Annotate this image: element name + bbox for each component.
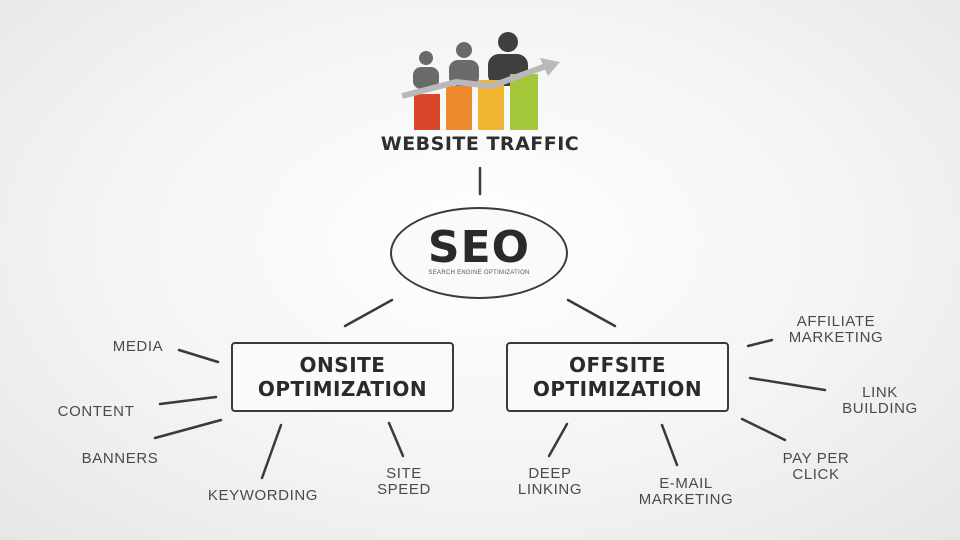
offsite-item-deep-linking: DEEP LINKING (517, 465, 583, 498)
seo-sublabel: SEARCH ENGINE OPTIMIZATION (428, 270, 530, 276)
line-seo-onsite (343, 298, 394, 328)
line-media (177, 348, 220, 364)
line-link-building (748, 376, 827, 392)
line-keywording (260, 423, 283, 480)
onsite-item-keywording: KEYWORDING (207, 487, 319, 504)
offsite-optimization-box: OFFSITE OPTIMIZATION (506, 342, 729, 412)
onsite-item-site-speed: SITE SPEED (377, 465, 431, 498)
onsite-item-content: CONTENT (57, 403, 135, 420)
offsite-optimization-label: OFFSITE OPTIMIZATION (532, 353, 703, 401)
line-deep-linking (547, 422, 569, 458)
offsite-item-link-building: LINK BUILDING (842, 384, 918, 417)
line-pay-per-click (740, 417, 787, 442)
website-traffic-title: WEBSITE TRAFFIC (380, 133, 580, 155)
offsite-item-affiliate-marketing: AFFILIATE MARKETING (788, 313, 884, 346)
line-content (158, 395, 218, 406)
bar-orange (446, 86, 472, 130)
traffic-growth-icon (401, 32, 560, 130)
bar-green (510, 74, 538, 130)
onsite-item-media: MEDIA (112, 338, 164, 355)
line-email-marketing (660, 423, 679, 467)
arrow-head (540, 58, 560, 76)
onsite-item-banners: BANNERS (81, 450, 159, 467)
offsite-item-email-marketing: E-MAIL MARKETING (638, 475, 734, 508)
seo-label: SEO (427, 222, 531, 273)
onsite-optimization-box: ONSITE OPTIMIZATION (231, 342, 454, 412)
line-affiliate-marketing (746, 338, 774, 348)
bar-red (414, 94, 440, 130)
offsite-item-pay-per-click: PAY PER CLICK (782, 450, 850, 483)
line-banners (153, 418, 223, 440)
onsite-optimization-label: ONSITE OPTIMIZATION (257, 353, 428, 401)
seo-ellipse (390, 207, 568, 299)
line-site-speed (387, 421, 405, 458)
growth-arrow (401, 63, 548, 99)
line-seo-offsite (566, 298, 617, 328)
